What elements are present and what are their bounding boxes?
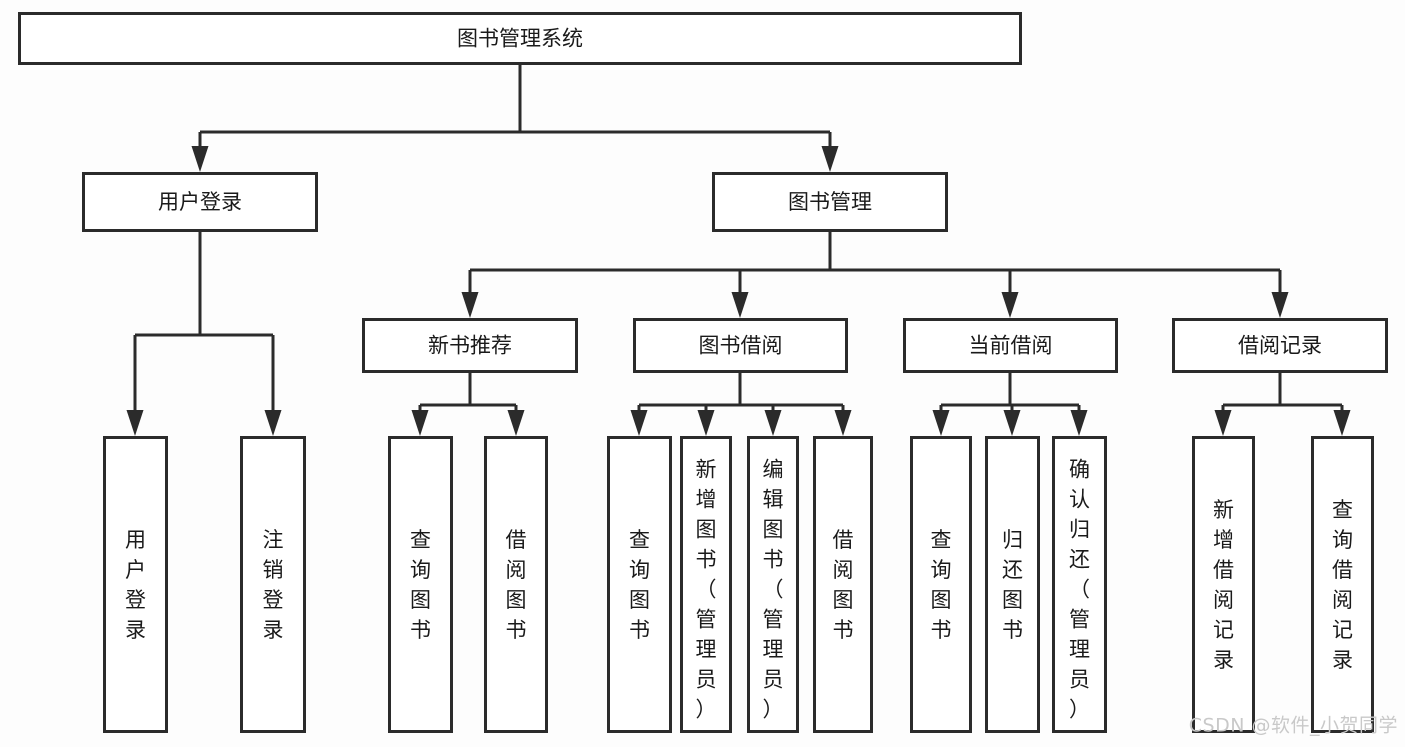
connector-arrowhead <box>821 146 839 172</box>
connector-arrowhead <box>731 292 749 318</box>
node-leaf-query-book-3[interactable]: 查询图书 <box>910 436 972 733</box>
connector-arrowhead <box>191 146 209 172</box>
node-label-leaf-edit-book: 编辑图书（管理员） <box>763 458 784 722</box>
node-box-leaf-borrow-book-1[interactable] <box>484 436 548 733</box>
node-label-user-login: 用户登录 <box>158 190 242 214</box>
connector-group <box>126 232 282 436</box>
connector-group <box>1214 373 1351 436</box>
node-leaf-borrow-book-1[interactable]: 借阅图书 <box>484 436 548 733</box>
node-label-book-manage: 图书管理 <box>788 190 872 214</box>
node-user-login[interactable]: 用户登录 <box>82 172 318 232</box>
connector-arrowhead <box>1003 410 1021 436</box>
connector-arrowhead <box>1001 292 1019 318</box>
node-label-leaf-add-record: 新增借阅记录 <box>1213 498 1234 672</box>
node-label-current-borrow: 当前借阅 <box>969 334 1053 358</box>
node-label-leaf-confirm-return: 确认归还（管理员） <box>1069 458 1090 722</box>
node-box-root[interactable] <box>18 12 1022 65</box>
node-root[interactable]: 图书管理系统 <box>18 12 1022 65</box>
node-label-leaf-logout: 注销登录 <box>263 528 284 642</box>
node-label-leaf-query-book-2: 查询图书 <box>629 528 650 642</box>
node-box-leaf-add-book[interactable] <box>680 436 732 733</box>
connector-arrowhead <box>411 410 429 436</box>
connector-arrowhead <box>461 292 479 318</box>
node-label-leaf-borrow-book-1: 借阅图书 <box>506 528 527 642</box>
connector-arrowhead <box>697 410 715 436</box>
node-box-leaf-query-book-3[interactable] <box>910 436 972 733</box>
node-box-leaf-edit-book[interactable] <box>747 436 799 733</box>
node-box-leaf-return-book[interactable] <box>985 436 1040 733</box>
connector-group <box>461 232 1289 318</box>
connector-group <box>932 373 1088 436</box>
node-box-leaf-query-book-2[interactable] <box>607 436 672 733</box>
node-box-current-borrow[interactable] <box>903 318 1118 373</box>
connector-arrowhead <box>126 410 144 436</box>
node-label-leaf-borrow-book-2: 借阅图书 <box>833 528 854 642</box>
node-book-manage[interactable]: 图书管理 <box>712 172 948 232</box>
connector-arrowhead <box>1333 410 1351 436</box>
node-leaf-borrow-book-2[interactable]: 借阅图书 <box>813 436 873 733</box>
node-box-leaf-logout[interactable] <box>240 436 306 733</box>
node-new-book-rec[interactable]: 新书推荐 <box>362 318 578 373</box>
node-box-leaf-query-book-1[interactable] <box>388 436 453 733</box>
node-label-leaf-user-login: 用户登录 <box>125 528 146 642</box>
connector-arrowhead <box>1070 410 1088 436</box>
connector-arrowhead <box>834 410 852 436</box>
node-box-book-borrow[interactable] <box>633 318 848 373</box>
node-box-book-manage[interactable] <box>712 172 948 232</box>
connectors-layer <box>126 65 1351 436</box>
node-box-leaf-query-record[interactable] <box>1311 436 1374 733</box>
connector-arrowhead <box>507 410 525 436</box>
nodes-layer: 图书管理系统用户登录图书管理新书推荐图书借阅当前借阅借阅记录用户登录注销登录查询… <box>18 12 1388 733</box>
node-box-leaf-add-record[interactable] <box>1192 436 1255 733</box>
node-current-borrow[interactable]: 当前借阅 <box>903 318 1118 373</box>
node-box-leaf-confirm-return[interactable] <box>1052 436 1107 733</box>
node-label-borrow-record: 借阅记录 <box>1238 334 1322 358</box>
connector-group <box>411 373 525 436</box>
node-leaf-add-record[interactable]: 新增借阅记录 <box>1192 436 1255 733</box>
node-label-leaf-query-book-3: 查询图书 <box>931 528 952 642</box>
connector-arrowhead <box>264 410 282 436</box>
node-label-book-borrow: 图书借阅 <box>699 334 783 358</box>
node-leaf-add-book[interactable]: 新增图书（管理员） <box>680 436 732 733</box>
connector-arrowhead <box>1271 292 1289 318</box>
connector-arrowhead <box>764 410 782 436</box>
node-leaf-edit-book[interactable]: 编辑图书（管理员） <box>747 436 799 733</box>
node-box-leaf-borrow-book-2[interactable] <box>813 436 873 733</box>
node-leaf-query-book-1[interactable]: 查询图书 <box>388 436 453 733</box>
node-leaf-query-book-2[interactable]: 查询图书 <box>607 436 672 733</box>
node-label-leaf-query-record: 查询借阅记录 <box>1332 498 1353 672</box>
node-leaf-return-book[interactable]: 归还图书 <box>985 436 1040 733</box>
node-label-leaf-add-book: 新增图书（管理员） <box>696 458 717 722</box>
node-box-leaf-user-login[interactable] <box>103 436 168 733</box>
connector-arrowhead <box>630 410 648 436</box>
node-leaf-confirm-return[interactable]: 确认归还（管理员） <box>1052 436 1107 733</box>
node-borrow-record[interactable]: 借阅记录 <box>1172 318 1388 373</box>
connector-group <box>630 373 852 436</box>
connector-arrowhead <box>932 410 950 436</box>
node-leaf-logout[interactable]: 注销登录 <box>240 436 306 733</box>
connector-group <box>191 65 839 172</box>
node-label-new-book-rec: 新书推荐 <box>428 334 512 358</box>
node-label-leaf-return-book: 归还图书 <box>1002 528 1023 642</box>
connector-arrowhead <box>1214 410 1232 436</box>
node-leaf-user-login[interactable]: 用户登录 <box>103 436 168 733</box>
node-leaf-query-record[interactable]: 查询借阅记录 <box>1311 436 1374 733</box>
node-label-leaf-query-book-1: 查询图书 <box>410 528 431 642</box>
node-box-borrow-record[interactable] <box>1172 318 1388 373</box>
node-label-root: 图书管理系统 <box>457 27 583 51</box>
csdn-watermark: CSDN @软件_小贺同学 <box>1189 715 1398 737</box>
node-box-user-login[interactable] <box>82 172 318 232</box>
node-book-borrow[interactable]: 图书借阅 <box>633 318 848 373</box>
node-box-new-book-rec[interactable] <box>362 318 578 373</box>
